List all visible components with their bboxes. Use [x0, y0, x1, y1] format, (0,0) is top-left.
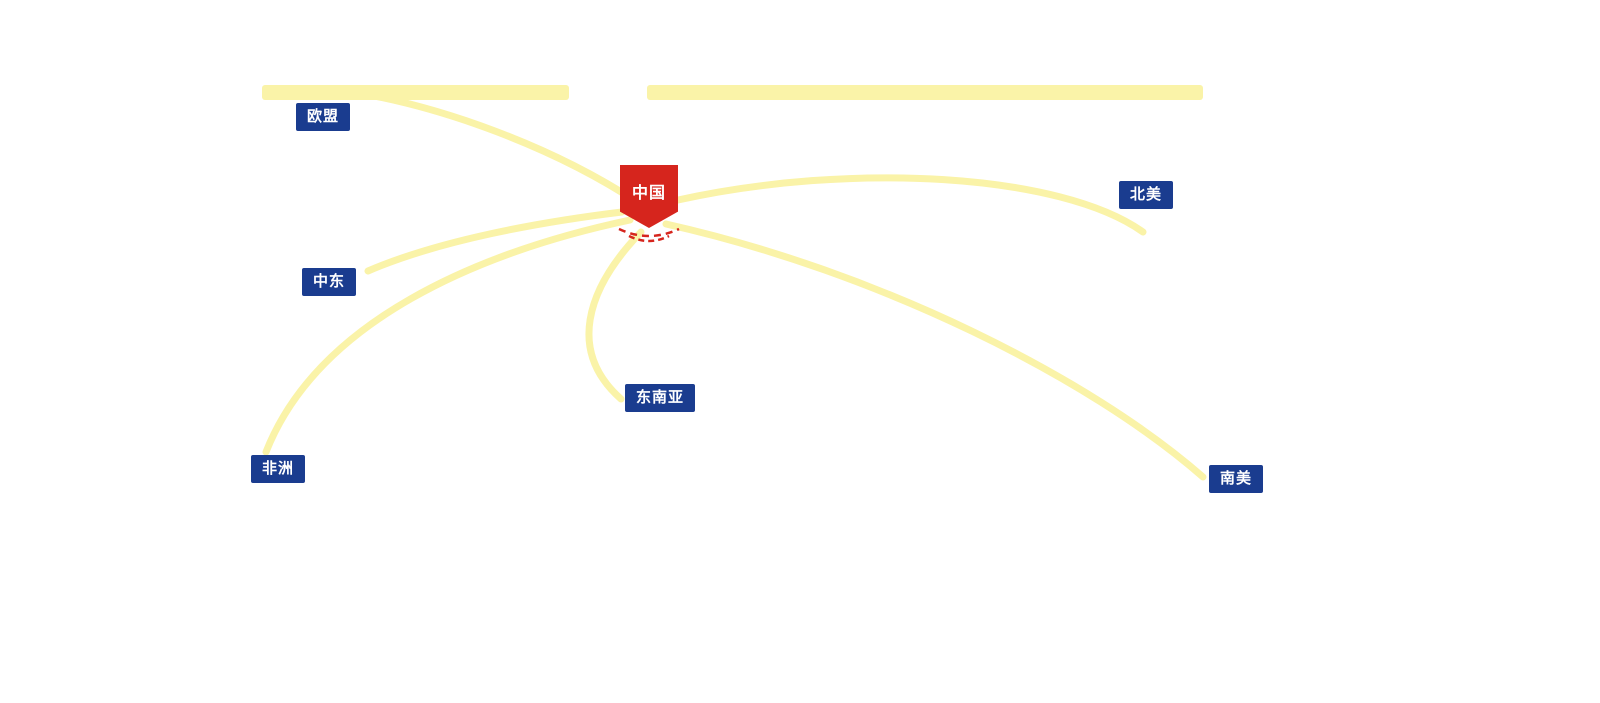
top-bar-left-segment — [262, 85, 569, 100]
china-pin-label: 中国 — [631, 185, 666, 202]
pin-ripple-outer — [618, 227, 680, 238]
region-chip-africa[interactable]: 非洲 — [251, 455, 306, 483]
region-chip-middle-east[interactable]: 中东 — [302, 268, 357, 296]
link-china-eu — [328, 85, 647, 210]
link-china-middle-east — [364, 208, 626, 275]
link-china-north-america — [674, 174, 1147, 236]
link-china-south-america — [662, 220, 1207, 481]
region-chip-eu[interactable]: 欧盟 — [296, 103, 351, 131]
region-chip-north-america[interactable]: 北美 — [1119, 181, 1174, 209]
link-china-africa — [262, 216, 634, 456]
region-chip-southeast-asia[interactable]: 东南亚 — [625, 384, 696, 412]
link-china-southeast-asia — [585, 228, 645, 403]
pin-ripple-inner — [628, 234, 670, 243]
region-chip-south-america[interactable]: 南美 — [1209, 465, 1264, 493]
top-bar-right-segment — [647, 85, 1203, 100]
